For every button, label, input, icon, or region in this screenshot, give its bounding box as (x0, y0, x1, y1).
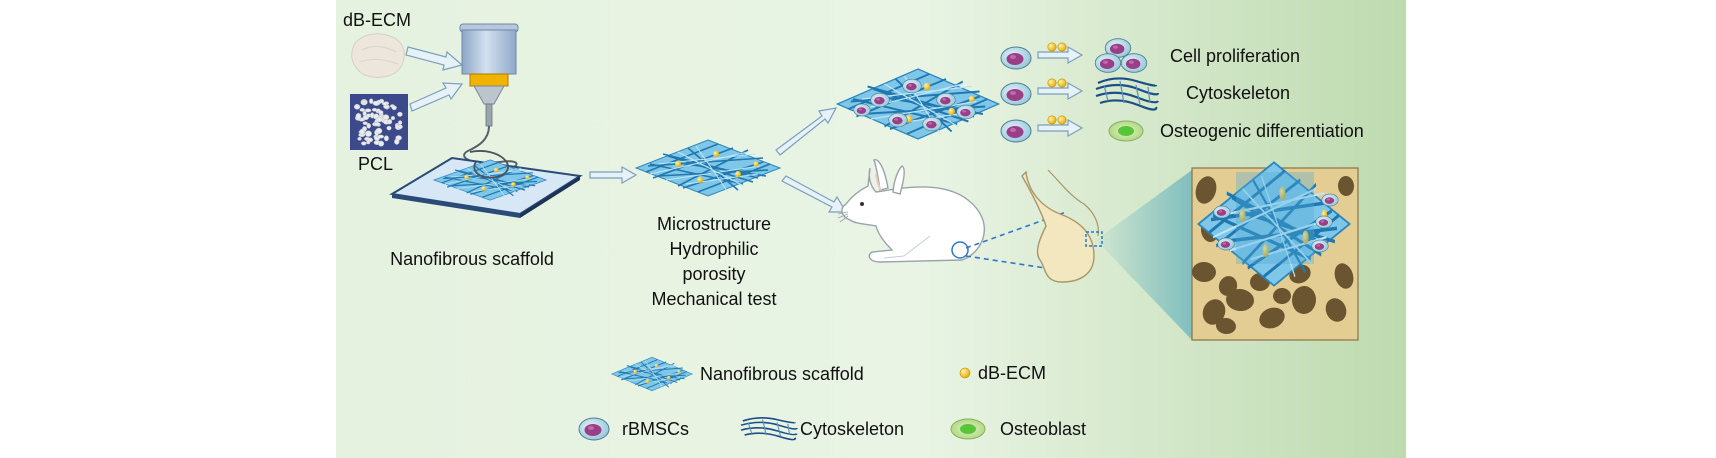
characterization-line-4: Mechanical test (651, 289, 776, 309)
outcome-row-proliferation: Cell proliferation (1000, 38, 1300, 73)
legend-rbmsc-label: rBMSCs (622, 419, 689, 439)
outcome-osteogenic: Osteogenic differentiation (1160, 121, 1364, 141)
legend-osteoblast-icon (950, 418, 986, 440)
outcome-proliferation: Cell proliferation (1170, 46, 1300, 66)
rbmsc-cell-icon (1120, 53, 1148, 73)
in-vivo-section (837, 159, 1359, 341)
legend-osteoblast-label: Osteoblast (1000, 419, 1086, 439)
rbmsc-cell-icon (1000, 119, 1032, 143)
scaffold-caption: Nanofibrous scaffold (390, 249, 554, 269)
legend: Nanofibrous scaffold dB-ECM rBMSCs Cytos… (578, 356, 1086, 441)
characterization-section: Microstructure Hydrophilic porosity Mech… (635, 139, 781, 309)
rbmsc-cell-icon (1000, 82, 1032, 106)
legend-cytoskeleton-label: Cytoskeleton (800, 419, 904, 439)
arrow-to-in-vivo (781, 175, 848, 213)
arrow-pcl-to-syringe (409, 82, 464, 112)
legend-ecm-icon (959, 367, 971, 379)
outcome-row-osteogenic: Osteogenic differentiation (1000, 115, 1364, 143)
rabbit-icon (837, 159, 986, 263)
outcome-cytoskeleton: Cytoskeleton (1186, 83, 1290, 103)
knee-joint-icon (1021, 169, 1103, 283)
characterization-line-1: Microstructure (657, 214, 771, 234)
legend-rbmsc-icon (578, 417, 610, 441)
osteoblast-icon (1108, 120, 1144, 142)
zoom-beam (1096, 170, 1192, 340)
characterization-line-3: porosity (682, 264, 745, 284)
characterization-line-2: Hydrophilic (669, 239, 758, 259)
pcl-label: PCL (358, 154, 393, 174)
spinning-fiber (469, 150, 509, 179)
ecm-powder-icon (351, 33, 405, 78)
outcome-row-cytoskeleton: Cytoskeleton (1000, 77, 1290, 111)
ecm-label: dB-ECM (343, 10, 411, 30)
arrow-ecm-to-syringe (405, 46, 464, 71)
pcl-pellets-icon (350, 94, 408, 150)
rbmsc-cell-icon (1000, 46, 1032, 70)
arrow-to-characterization (589, 165, 638, 185)
rbmsc-cell-icon (1094, 53, 1122, 73)
legend-scaffold-label: Nanofibrous scaffold (700, 364, 864, 384)
fabrication-section: dB-ECM PCL Nanofibrou (343, 10, 583, 269)
in-vitro-section: Cell proliferation Cytoskeleton Osteogen… (836, 38, 1364, 143)
bone-defect-icon (1191, 160, 1359, 341)
arrow-to-in-vitro (775, 107, 838, 156)
legend-ecm-label: dB-ECM (978, 363, 1046, 383)
